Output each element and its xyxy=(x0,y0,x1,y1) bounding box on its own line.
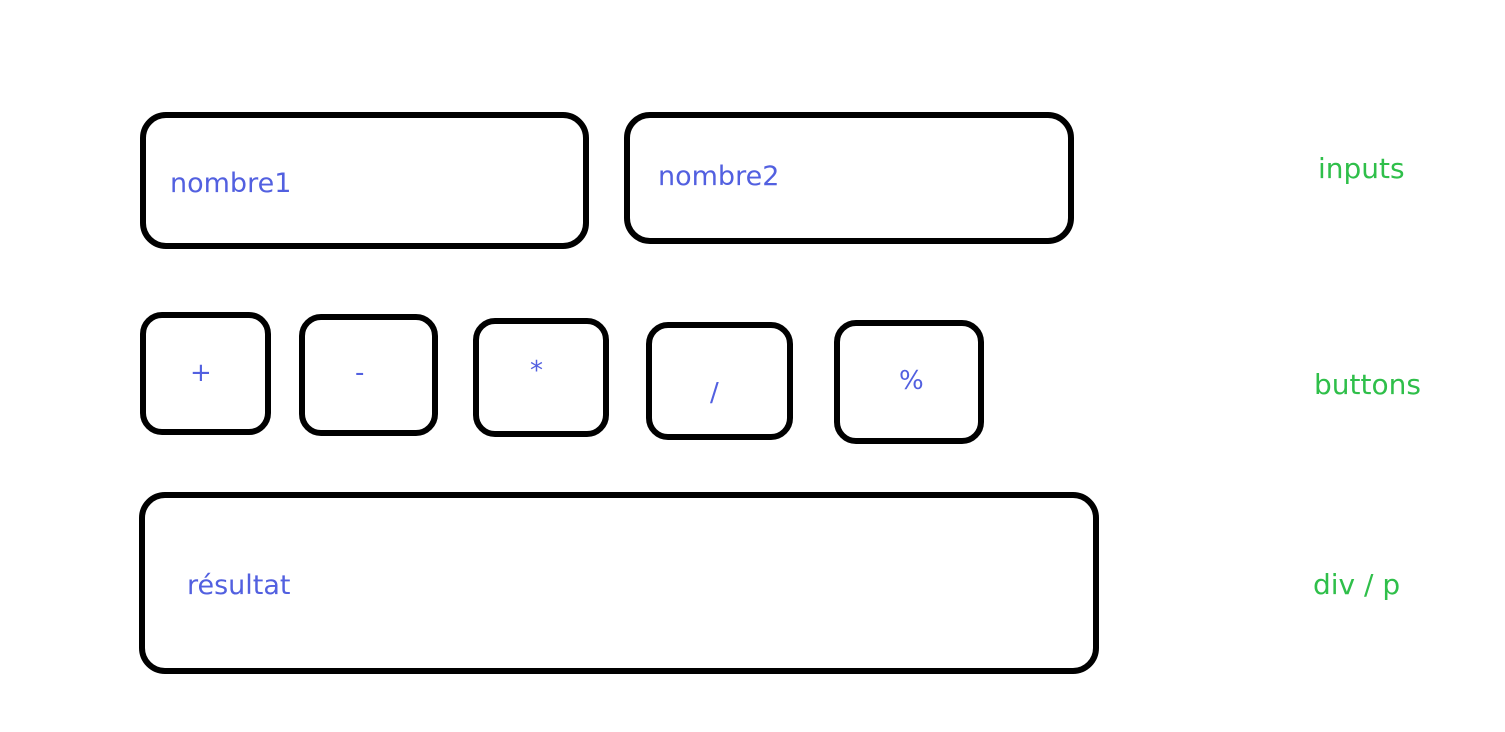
multiply-button[interactable] xyxy=(473,318,609,437)
nombre2-label: nombre2 xyxy=(658,161,780,192)
add-button[interactable] xyxy=(140,312,271,435)
subtract-button[interactable] xyxy=(299,314,438,436)
nombre1-label: nombre1 xyxy=(170,168,292,199)
modulo-button[interactable] xyxy=(834,320,984,444)
result-annotation: div / p xyxy=(1313,568,1401,601)
divide-button[interactable] xyxy=(646,322,793,440)
subtract-button-label: - xyxy=(355,358,365,388)
multiply-button-label: * xyxy=(530,356,543,386)
divide-button-label: / xyxy=(710,378,719,408)
nombre1-input[interactable] xyxy=(140,112,589,249)
nombre2-input[interactable] xyxy=(624,112,1074,244)
add-button-label: + xyxy=(190,358,212,388)
result-box xyxy=(139,492,1099,674)
result-label: résultat xyxy=(187,570,291,601)
modulo-button-label: % xyxy=(899,366,924,396)
inputs-annotation: inputs xyxy=(1318,152,1405,185)
buttons-annotation: buttons xyxy=(1314,368,1421,401)
